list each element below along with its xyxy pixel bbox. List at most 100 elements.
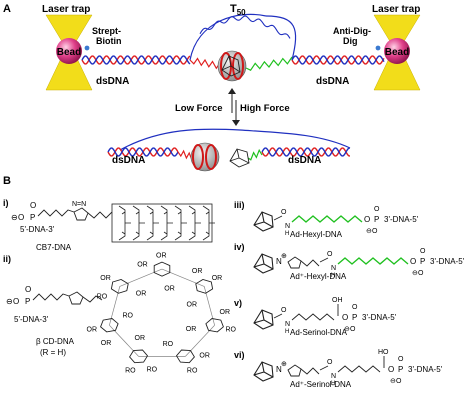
dsdna-helix-bottom-right: [261, 147, 350, 157]
plus-charge-icon: ⊕: [281, 361, 287, 368]
compound-i-dna: 5'-DNA-3': [20, 225, 55, 234]
biotin-dot-icon: [84, 45, 90, 51]
compound-i-triazole-ring: [73, 207, 89, 221]
adamantane-icon: [253, 361, 274, 382]
serinol-linker: [291, 313, 335, 321]
glucose-unit: [153, 261, 171, 277]
amide-bond: [273, 313, 283, 319]
compound-i-O-up: O: [30, 201, 36, 210]
compound-i-chain: [37, 209, 75, 217]
amide-n: N: [331, 373, 336, 380]
phosphate-o-up: O: [398, 356, 404, 363]
or-label: OR: [192, 268, 203, 275]
phosphate-o-down: O: [372, 228, 378, 235]
amide-n: N: [285, 321, 290, 328]
glycosidic-bond: [109, 286, 121, 326]
amide-h: H: [331, 381, 335, 387]
compound-ii-O-up: O: [25, 285, 31, 294]
dig-dot-icon: [375, 45, 381, 51]
panel-b-label: B: [3, 175, 11, 187]
compound-iv-label: iv): [234, 242, 245, 252]
compound-ii: ii) ⊖ O P O 5'-DNA-3' β CD-DNA (R = H) O…: [3, 252, 237, 374]
carbonyl-o: O: [281, 307, 287, 314]
plus-charge-icon: ⊕: [281, 253, 287, 260]
dsdna-helix-top-right: [291, 55, 385, 65]
red-linker-top: [189, 57, 221, 70]
compound-ii-charge: ⊖: [6, 297, 13, 306]
panel-b: B i) ⊖ O P O N=N 5'-DNA-3' CB7-DNA ii) ⊖…: [3, 175, 465, 389]
t50-loop-right: [265, 15, 297, 61]
or-label: OR: [156, 252, 167, 259]
bead-left: [56, 38, 82, 64]
adamantane-icon: [253, 253, 274, 274]
amide-bond: [319, 365, 329, 371]
compound-vi-label: vi): [234, 350, 245, 360]
host-guest-complex-top: [217, 50, 247, 82]
or-label: OR: [137, 261, 148, 268]
or-label: OR: [186, 326, 197, 333]
hexyl-linker: [291, 215, 363, 223]
alkyl-chain: [300, 259, 320, 267]
phosphorus: P: [398, 365, 403, 374]
glucose-unit: [100, 318, 119, 333]
laser-trap-left-label: Laser trap: [42, 4, 90, 15]
glycosidic-bond: [203, 286, 215, 326]
ammonium-n: N: [276, 365, 282, 374]
compound-ii-P: P: [25, 297, 30, 306]
phosphate-o-down: O: [418, 270, 424, 277]
hydroxyl: HO: [378, 349, 389, 356]
or-label: OR: [187, 301, 198, 308]
phosphate-o-up: O: [374, 206, 380, 213]
compound-i-name: CB7-DNA: [36, 243, 72, 252]
dsdna-top-right-label: dsDNA: [316, 76, 349, 87]
compound-iv-name: Ad⁺-Hexyl-DNA: [290, 272, 347, 281]
phosphate-o-down: O: [396, 378, 402, 385]
force-arrow-down-head: [232, 120, 240, 126]
adamantane-icon: [253, 309, 274, 330]
serinol-linker: [337, 365, 381, 373]
t50-label: T50: [230, 3, 246, 17]
dsdna-bottom-right-label: dsDNA: [288, 155, 321, 166]
bead-left-label: Bead: [57, 47, 81, 58]
cucurbituril-cb7: [111, 203, 215, 243]
or-label: OR: [135, 335, 146, 342]
red-linker-bottom: [177, 149, 193, 161]
green-linker-bottom: [247, 148, 263, 161]
or-label: RO: [123, 312, 134, 319]
compound-i-linker: [87, 211, 113, 219]
glycosidic-bond: [185, 324, 215, 357]
compound-iv-dna: 3'-DNA-5': [430, 257, 465, 266]
t50-loop-left: [189, 13, 267, 61]
or-label: RO: [187, 368, 198, 375]
triazole-ring: [287, 256, 302, 269]
t50-loop-wiggle: [199, 15, 291, 39]
host-ring-bottom: [190, 142, 220, 172]
compound-ii-name: β CD-DNA: [36, 337, 75, 346]
or-label: OR: [220, 309, 231, 316]
glycosidic-bond: [119, 268, 163, 287]
or-label: RO: [147, 367, 158, 374]
amide-h: H: [331, 273, 335, 279]
carbonyl-o: O: [327, 251, 333, 258]
adamantane-bottom-icon: [229, 148, 250, 168]
compound-i-label: i): [3, 198, 9, 208]
cyclodextrin-ring: ORORORORORORROORORROROORROORROORROOROROR…: [87, 252, 237, 374]
amide-bond: [319, 257, 329, 263]
or-label: OR: [136, 290, 147, 297]
phosphate-charge: ⊖: [344, 326, 350, 333]
hydroxyl: OH: [332, 297, 343, 304]
glucose-unit: [195, 279, 214, 294]
or-label: RO: [163, 341, 174, 348]
or-label: OR: [212, 275, 223, 282]
phosphate-charge: ⊖: [390, 378, 396, 385]
adamantane-icon: [221, 55, 241, 77]
high-force-label: High Force: [240, 103, 290, 114]
compound-i-P: P: [30, 213, 35, 222]
phosphorus: P: [352, 313, 357, 322]
compound-i-charge: ⊖: [11, 213, 18, 222]
strept-biotin-label-1: Strept-: [92, 26, 121, 36]
phosphate-o-up: O: [352, 304, 358, 311]
phosphorus: P: [374, 215, 379, 224]
amide-h: H: [285, 329, 289, 335]
green-linker-top: [245, 56, 293, 71]
